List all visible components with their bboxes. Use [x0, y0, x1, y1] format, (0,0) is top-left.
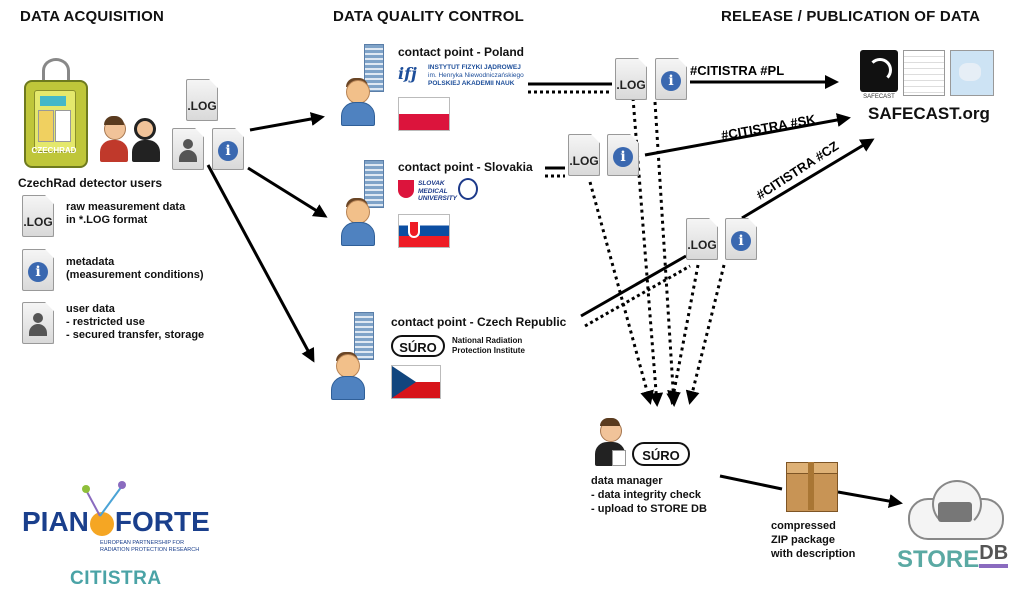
- line-manager-package: [719, 474, 783, 491]
- poland-contact-title: contact point - Poland: [398, 45, 524, 59]
- arrow-to-slovakia: [247, 166, 328, 218]
- citistra-logo: CITISTRA: [70, 568, 162, 589]
- pl-metadata-file-icon: i: [655, 58, 687, 100]
- czech-agent-icon: [330, 312, 380, 400]
- data-table-icon: [903, 50, 945, 96]
- map-icon: [950, 50, 994, 96]
- legend-metadata-text: metadata(measurement conditions): [66, 256, 204, 281]
- pl-log-file-icon: .LOG: [615, 58, 647, 100]
- data-manager-icon: [594, 418, 628, 470]
- arrow-package-store: [837, 490, 903, 508]
- dotted-sk-manager: [588, 181, 654, 405]
- suro-logo: SÚRO: [391, 335, 445, 357]
- legend-user-data-icon: [22, 302, 54, 344]
- legend-user-data-text: user data- restricted use- secured trans…: [66, 303, 205, 341]
- users-caption: CzechRad detector users: [18, 176, 163, 190]
- slovakia-contact-title: contact point - Slovakia: [398, 160, 533, 174]
- dotted-cz2-manager: [685, 264, 726, 405]
- header-data-acquisition: DATA ACQUISITION: [20, 8, 165, 25]
- czech-contact-title: contact point - Czech Republic: [391, 315, 567, 329]
- safecast-site: SAFECAST.org: [868, 104, 990, 123]
- cz-metadata-file-icon: i: [725, 218, 757, 260]
- header-release-publication: RELEASE / PUBLICATION OF DATA: [721, 8, 981, 25]
- medical-emblem-icon: [458, 178, 478, 200]
- user-data-file-icon: [172, 128, 204, 170]
- cz-log-file-icon: .LOG: [686, 218, 718, 260]
- poland-agent-icon: [340, 44, 390, 126]
- hashtag-cz: #CITISTRA #CZ: [753, 138, 841, 202]
- sk-metadata-file-icon: i: [607, 134, 639, 176]
- hashtag-sk: #CITISTRA #SK: [720, 111, 817, 142]
- legend-log-icon: .LOG: [22, 195, 54, 237]
- line-cz-dotted: [584, 264, 691, 328]
- data-manager-text: data manager- data integrity check- uplo…: [591, 475, 707, 515]
- safecast-logo: SAFECAST: [860, 50, 898, 100]
- device-label: CZECHRAD: [31, 146, 77, 155]
- legend-metadata-icon: i: [22, 249, 54, 291]
- log-file-icon: .LOG: [186, 79, 218, 121]
- store-db-logo: STOREDB: [897, 542, 1009, 573]
- czechrad-detector-icon: CZECHRAD: [24, 58, 88, 168]
- sk-log-file-icon: .LOG: [568, 134, 600, 176]
- dotted-cz-manager: [667, 264, 700, 405]
- ifj-logo: ifj: [398, 64, 417, 83]
- arrow-cz-safecast: [741, 138, 875, 220]
- zip-package-icon: [786, 462, 838, 512]
- detector-users-icon: [100, 116, 164, 164]
- header-data-quality-control: DATA QUALITY CONTROL: [333, 8, 524, 25]
- pianoforte-stems-icon: [82, 481, 126, 517]
- cloud-storage-icon: [908, 478, 1004, 540]
- slovakia-flag: [398, 214, 450, 248]
- poland-flag: [398, 97, 450, 131]
- czech-flag: [391, 365, 441, 399]
- arrow-sk-safecast: [644, 113, 851, 157]
- metadata-file-icon: i: [212, 128, 244, 170]
- slovak-coat-icon: [398, 180, 414, 198]
- dotted-pl2-manager: [653, 101, 681, 407]
- arrow-to-poland: [249, 112, 325, 132]
- hashtag-pl: #CITISTRA #PL: [690, 63, 784, 78]
- line-cz-solid: [580, 254, 687, 318]
- slovakia-agent-icon: [340, 160, 390, 246]
- arrow-to-czech: [206, 164, 315, 363]
- manager-suro-logo: SÚRO: [632, 442, 690, 466]
